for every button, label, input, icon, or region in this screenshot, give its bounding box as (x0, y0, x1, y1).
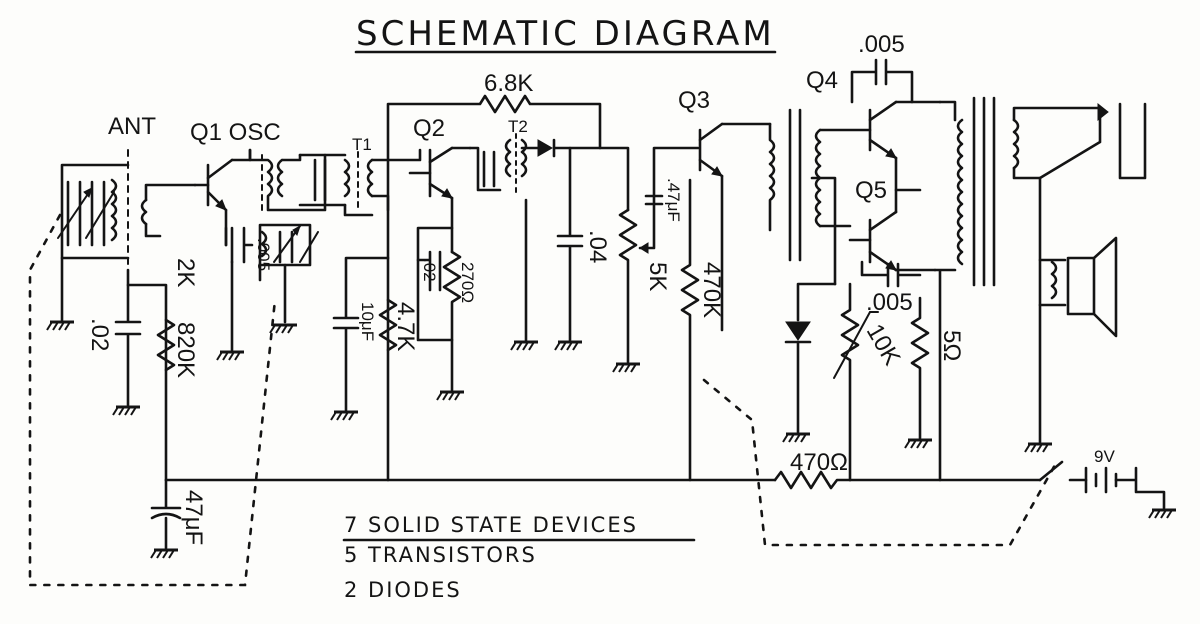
q4-label: Q4 (806, 67, 838, 94)
c-005-q5 (860, 260, 922, 288)
battery-label: 9V (1094, 447, 1115, 466)
driver-transformer (768, 108, 872, 286)
note-diodes: 2 DIODES (344, 578, 462, 602)
ground-osc (268, 323, 299, 335)
c-02-left-label: .02 (86, 318, 113, 351)
power-rail (164, 460, 1166, 510)
c-47uf-bottom (150, 478, 182, 550)
c-02-mid-label: .02 (420, 258, 439, 282)
r-10k-label: 10K (861, 320, 906, 370)
tuning-gang-linkage (28, 213, 277, 587)
r-270-label: 270Ω (458, 262, 477, 303)
r-6-8k-label: 6.8K (484, 70, 533, 97)
osc-coil (248, 148, 327, 216)
c-005-q4 (850, 58, 914, 104)
c-04-label: .04 (584, 230, 611, 263)
r-470k-label: 470K (698, 262, 725, 318)
c-04 (556, 146, 584, 342)
ground-10uf (329, 410, 360, 422)
q2-emitter-network (332, 226, 462, 412)
ground-t2 (509, 340, 540, 352)
c-005-q1 (224, 226, 254, 264)
r-5k-label: 5K (644, 262, 671, 291)
r-470ohm-label: 470Ω (790, 449, 848, 476)
t2-transformer (468, 133, 528, 195)
r-10k-thermistor (833, 282, 879, 482)
ant-label: ANT (108, 113, 156, 140)
ground-pot (611, 362, 642, 374)
t2-label: T2 (508, 117, 528, 136)
r-5ohm-label: 5Ω (938, 330, 965, 361)
q5-label: Q5 (855, 177, 887, 204)
volume-pot-5k (618, 194, 656, 364)
ground-q2-emit (435, 390, 466, 402)
ground-diode (781, 432, 812, 444)
c-47uf-q3-label: .47μF (664, 178, 683, 222)
diagram-title: SCHEMATIC DIAGRAM (356, 14, 775, 54)
c-47uf-bottom-label: 47μF (180, 490, 207, 545)
r-820k-label: 820K (172, 322, 199, 378)
ground-c04 (553, 340, 584, 352)
ground-speaker (1023, 442, 1054, 454)
ground-ant (45, 320, 76, 332)
note-transistors: 5 TRANSISTORS (344, 543, 537, 567)
q3-transistor (644, 122, 772, 332)
speaker (1038, 236, 1118, 338)
r-4-7k-label: 4.7K (392, 302, 419, 351)
t1-transformer (298, 151, 390, 217)
r-6-8k (386, 94, 602, 162)
r-470k (680, 178, 700, 482)
q5-transistor (848, 188, 937, 272)
ground-q1-cap (215, 350, 246, 362)
output-transformer (933, 96, 996, 482)
note-solid-state: 7 SOLID STATE DEVICES (344, 513, 638, 537)
r-2k-label: 2K (172, 258, 199, 287)
t1-label: T1 (352, 135, 372, 154)
r-5ohm (910, 296, 930, 440)
earphone-jack (1012, 102, 1147, 444)
c-10uf-label: 10μF (358, 302, 377, 341)
volume-switch-linkage (702, 378, 1057, 547)
c-005-q4-label: .005 (858, 31, 905, 58)
ground-47uf (149, 548, 180, 560)
q3-label: Q3 (678, 87, 710, 114)
bias-network-left (114, 268, 176, 482)
ground-5ohm (903, 438, 934, 450)
q4-transistor (868, 100, 942, 192)
bias-diode (784, 282, 837, 434)
q1-transistor (193, 148, 252, 247)
q1-label: Q1 OSC (190, 119, 281, 146)
antenna-section (57, 149, 197, 322)
q2-label: Q2 (413, 115, 445, 142)
ground-battery (1147, 508, 1178, 520)
osc-tank (230, 223, 319, 352)
ground-c02 (111, 405, 142, 417)
detector-diode (520, 138, 630, 212)
